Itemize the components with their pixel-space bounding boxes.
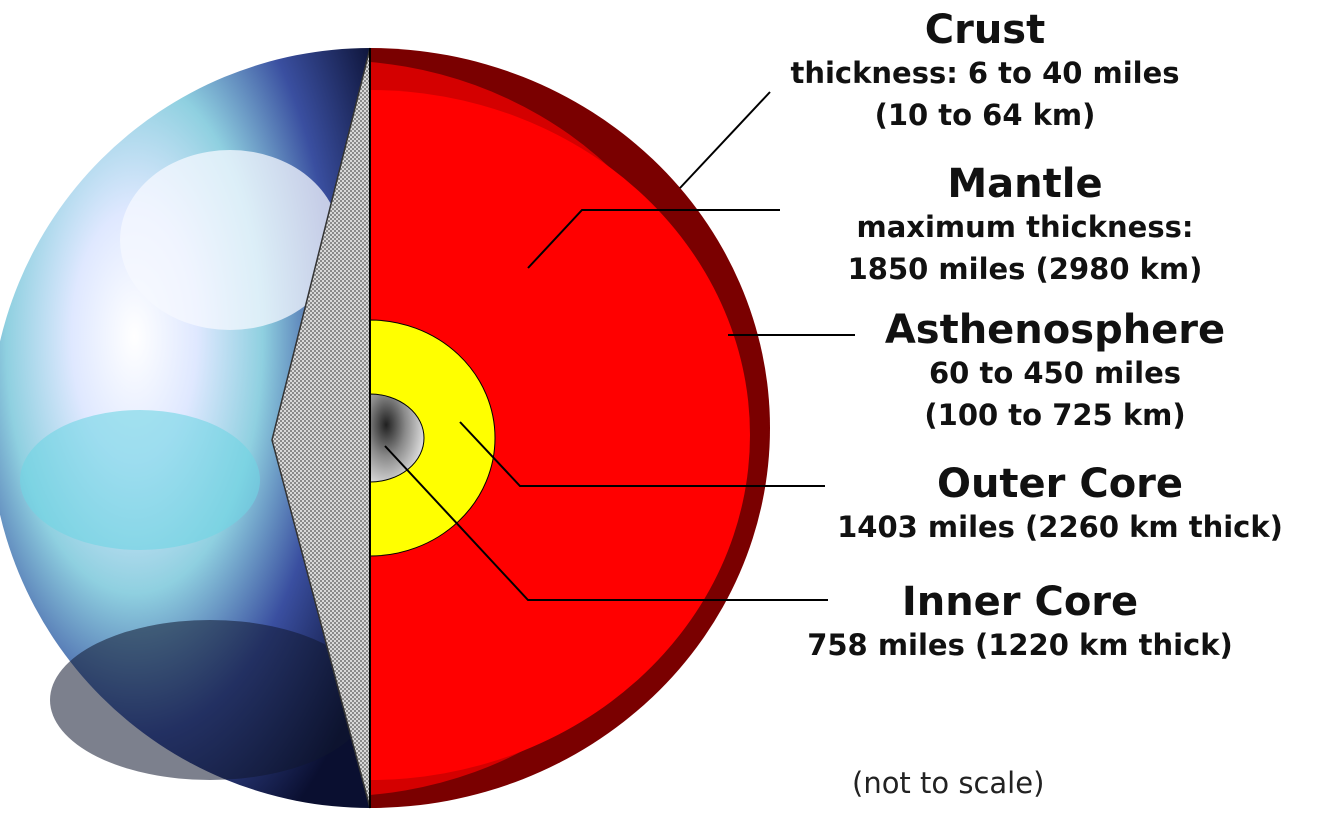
outer-core-layer [369,319,496,557]
crust-title: Crust [924,7,1046,53]
earth-cloud-band [120,150,340,330]
crust-thickness-miles: thickness: 6 to 40 miles [790,56,1180,90]
inner-core-title: Inner Core [901,579,1139,625]
inner-core-leader-line [384,445,828,601]
inner-core-label: Inner Core 758 miles (1220 km thick) [760,580,1280,666]
outer-core-thickness: 1403 miles (2260 km thick) [837,510,1283,544]
crust-thickness-km: (10 to 64 km) [874,98,1096,132]
mantle-layer [370,90,750,780]
mantle-label: Mantle maximum thickness: 1850 miles (29… [800,162,1250,290]
not-to-scale-note: (not to scale) [852,766,1045,800]
inner-core-layer [369,393,425,483]
earth-ocean-band [20,410,260,550]
mantle-leader-line [527,209,780,269]
mantle-title: Mantle [947,161,1103,207]
outer-core-title: Outer Core [936,461,1184,507]
asthenosphere-label: Asthenosphere 60 to 450 miles (100 to 72… [850,308,1260,436]
asthenosphere-thickness-km: (100 to 725 km) [924,398,1186,432]
mantle-thickness-caption: maximum thickness: [856,210,1194,244]
outer-core-label: Outer Core 1403 miles (2260 km thick) [790,462,1330,548]
inner-core-thickness: 758 miles (1220 km thick) [807,628,1233,662]
asthenosphere-title: Asthenosphere [884,307,1226,353]
crust-leader-line [679,91,771,189]
earth-dark-region [50,620,370,780]
outer-core-leader-line [459,421,825,487]
mantle-thickness-value: 1850 miles (2980 km) [847,252,1203,286]
asthenosphere-thickness-miles: 60 to 450 miles [929,356,1181,390]
crust-label: Crust thickness: 6 to 40 miles (10 to 64… [760,8,1210,136]
